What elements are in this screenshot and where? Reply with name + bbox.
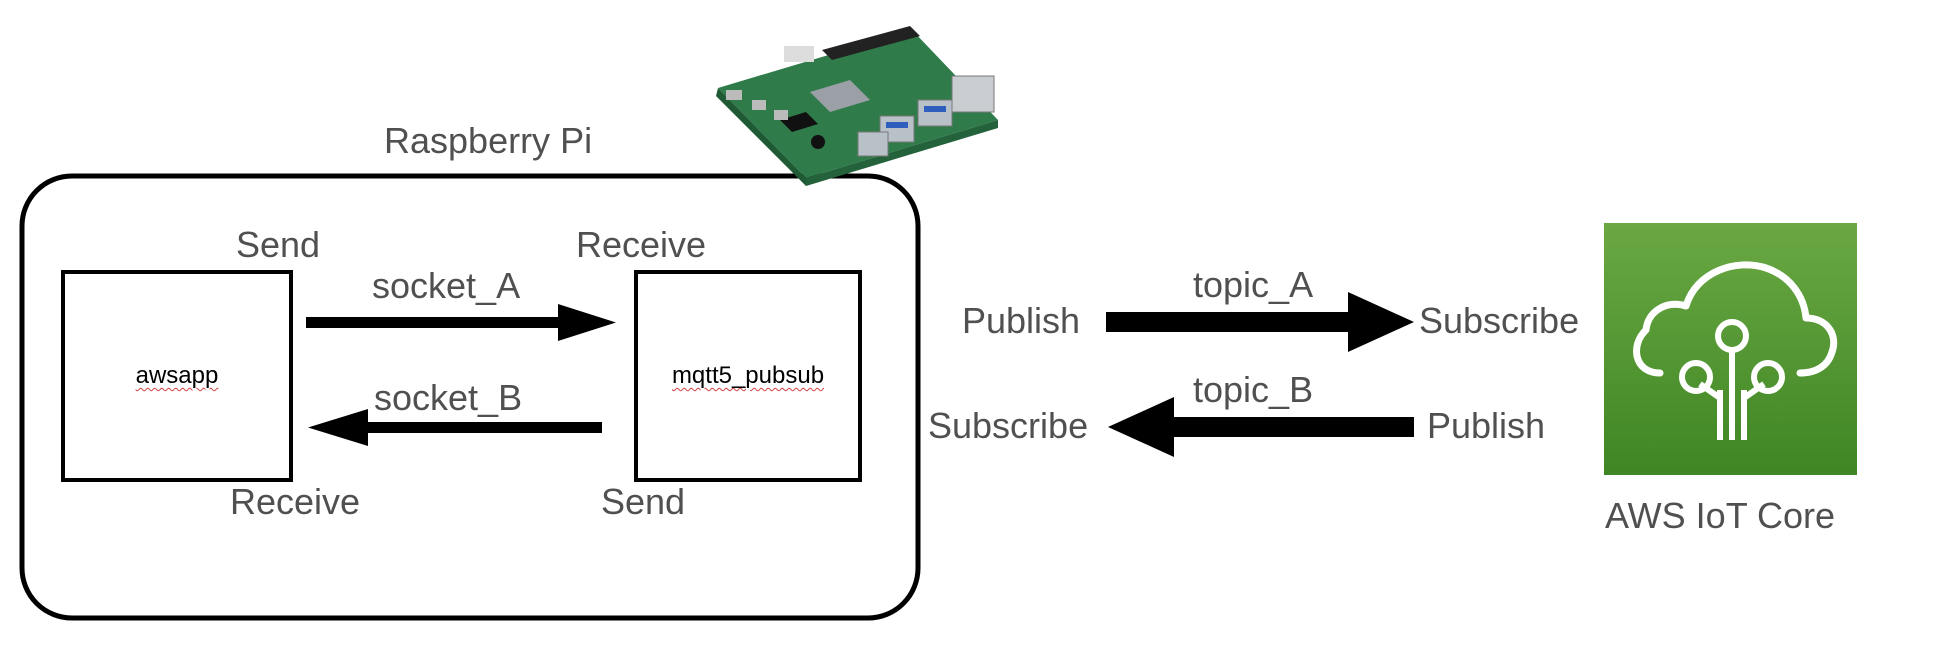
raspberry-pi-container — [19, 173, 921, 621]
raspberry-pi-label: Raspberry Pi — [384, 120, 593, 161]
mqtt5-send-label: Send — [601, 481, 686, 522]
awsapp-send-label: Send — [236, 224, 321, 265]
mqtt5-pubsub-label: mqtt5_pubsub — [671, 362, 825, 389]
left-publish-label: Publish — [962, 300, 1081, 341]
topic-b-arrow — [1108, 397, 1414, 457]
awsapp-label: awsapp — [135, 362, 219, 389]
raspberry-pi-board-icon — [716, 26, 998, 186]
topic-a-label: topic_A — [1193, 264, 1314, 305]
socket-a-arrow — [306, 304, 616, 341]
left-subscribe-label: Subscribe — [928, 405, 1089, 446]
aws-iot-core-icon — [1604, 223, 1857, 475]
socket-b-arrow — [308, 409, 602, 446]
socket-a-label: socket_A — [372, 265, 521, 306]
right-subscribe-label: Subscribe — [1419, 300, 1580, 341]
socket-b-label: socket_B — [374, 377, 523, 418]
topic-b-label: topic_B — [1193, 369, 1314, 410]
mqtt5-receive-label: Receive — [576, 224, 707, 265]
aws-iot-core-label: AWS IoT Core — [1605, 495, 1836, 536]
awsapp-box: awsapp — [61, 270, 293, 482]
mqtt5-pubsub-box: mqtt5_pubsub — [634, 270, 862, 482]
topic-a-arrow — [1106, 292, 1414, 352]
awsapp-receive-label: Receive — [230, 481, 361, 522]
right-publish-label: Publish — [1427, 405, 1546, 446]
